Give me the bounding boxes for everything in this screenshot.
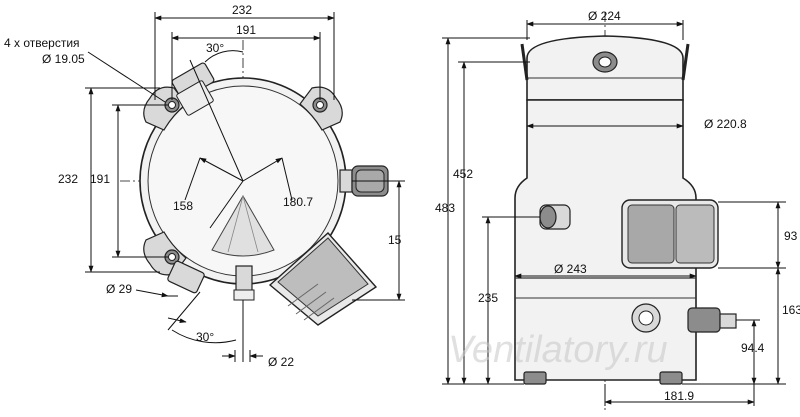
dim-height-163: 163 [782,303,800,317]
dim-height-191: 191 [90,172,110,186]
watermark-text: Ventilatory.ru [448,329,668,371]
top-view: 4 x отверстия Ø 19.05 232 191 30° 232 19… [4,3,405,369]
dim-diameter-22: Ø 22 [268,355,294,369]
dim-height-94: 94.4 [741,341,765,355]
dim-angle-top: 30° [206,41,224,55]
dim-radius-158: 158 [173,199,193,213]
dim-height-235: 235 [478,291,498,305]
note-holes-diameter: Ø 19.05 [42,52,85,66]
dim-diameter-29: Ø 29 [106,282,132,296]
terminal-box [268,232,378,326]
side-view: Ø 224 Ø 220.8 Ø 243 452 483 235 93 163 9… [435,9,800,410]
dim-height-232: 232 [58,172,78,186]
dim-height-93: 93 [784,229,798,243]
sensor-connector [687,307,737,333]
dim-height-452: 452 [453,167,473,181]
bottom-fitting-center [233,265,255,301]
dim-height-483: 483 [435,201,455,215]
side-suction-fitting [539,204,571,230]
dim-radius-180: 180.7 [283,195,313,209]
dim-angle-bottom: 30° [196,330,214,344]
dim-154: 15 [388,233,402,247]
top-suction-port [592,51,618,73]
oil-port [631,303,661,333]
dim-diameter-220: Ø 220.8 [704,117,747,131]
dim-width-232: 232 [232,3,252,17]
dim-width-181: 181.9 [664,389,694,403]
side-terminal-box [621,199,719,269]
note-holes-count: 4 x отверстия [4,36,80,50]
bottom-fitting-left [167,260,205,294]
dim-diameter-243: Ø 243 [554,262,587,276]
dim-diameter-224: Ø 224 [588,9,621,23]
internal-cone [211,194,275,257]
mounting-feet [523,371,683,385]
dim-width-191: 191 [236,23,256,37]
suction-fitting [171,62,215,116]
